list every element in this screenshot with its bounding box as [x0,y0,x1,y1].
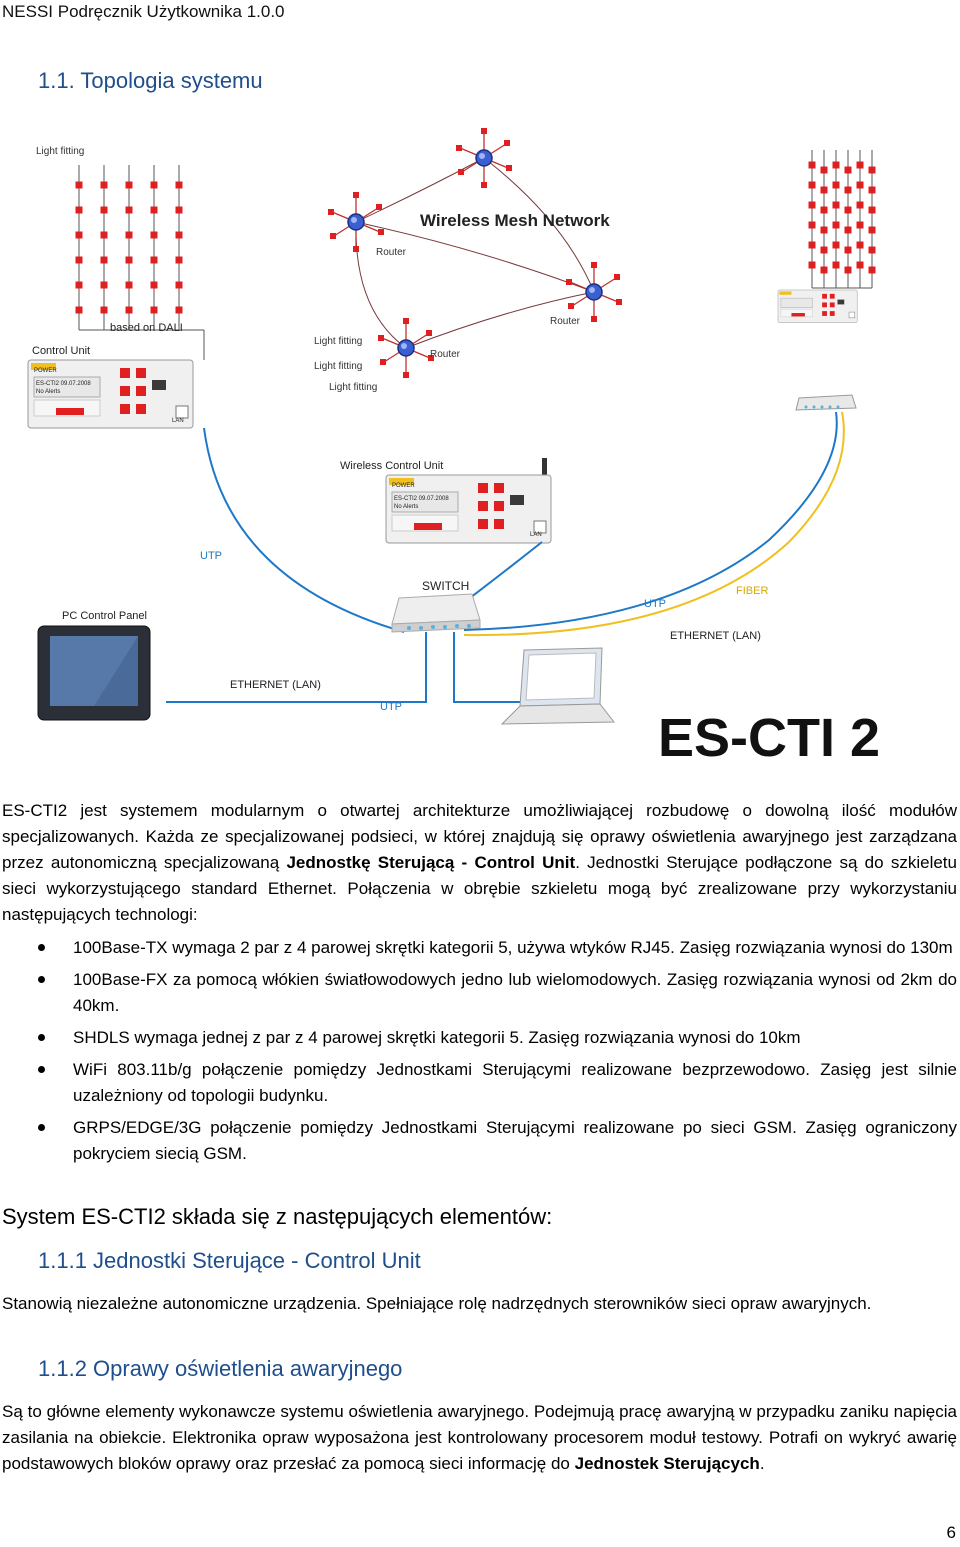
label-fiber: FIBER [736,585,768,597]
label-wireless-mesh: Wireless Mesh Network [420,211,610,230]
section-title: 1.1. Topologia systemu [38,68,263,93]
label-router-3: Router [430,349,461,360]
remote-control-unit [777,289,858,323]
label-wireless-control-unit: Wireless Control Unit [340,460,443,472]
label-ethernet-left: ETHERNET (LAN) [230,679,321,691]
cu-device-status: No Alerts [36,389,60,395]
emergency-lighting-paragraph: Są to główne elementy wykonawcze systemu… [2,1402,957,1473]
label-switch: SWITCH [422,579,469,593]
brand-logo: ES-CTI 2 [658,708,880,765]
router-right [565,261,623,323]
subsection-heading-control-unit: 1.1.1 Jednostki Sterujące - Control Unit [38,1248,421,1273]
control-units-term: Jednostek Sterujących [574,1454,760,1473]
label-router-1: Router [376,247,407,258]
list-item: SHDLS wymaga jednej z par z 4 parowej sk… [2,1025,957,1051]
wcu-power-label: POWER [392,483,415,489]
router-bottom [377,317,435,379]
intro-paragraph: ES-CTI2 jest systemem modularnym o otwar… [2,801,957,924]
label-utp-right: UTP [644,598,666,610]
label-utp-bottom: UTP [380,701,402,713]
cu-device-name: ES-CTI2 09.07.2008 [36,381,91,387]
control-unit-paragraph: Stanowią niezależne autonomiczne urządze… [2,1294,872,1313]
list-item: 100Base-TX wymaga 2 par z 4 parowej skrę… [2,935,957,961]
router-left [327,191,385,253]
label-utp-left: UTP [200,550,222,562]
control-unit-term: Jednostkę Sterującą - Control Unit [286,853,576,872]
list-item: GRPS/EDGE/3G połączenie pomiędzy Jednost… [2,1115,957,1167]
label-ethernet-right: ETHERNET (LAN) [670,630,761,642]
list-item: WiFi 803.11b/g połączenie pomiędzy Jedno… [2,1057,957,1109]
wcu-lan-label: LAN [530,532,542,538]
technology-list: 100Base-TX wymaga 2 par z 4 parowej skrę… [2,935,957,1173]
label-router-2: Router [550,316,581,327]
pc-control-panel-device [37,625,151,721]
laptop [500,647,616,725]
label-pc-control-panel: PC Control Panel [62,610,147,622]
label-light-fitting: Light fitting [36,146,84,157]
remote-switch [795,394,857,411]
wcu-device-status: No Alerts [394,504,418,510]
label-control-unit: Control Unit [32,345,90,357]
label-light-fitting-b: Light fitting [314,361,362,372]
network-switch [391,593,481,633]
cu-power-label: POWER [34,368,57,374]
subsection-heading-emergency-lighting: 1.1.2 Oprawy oświetlenia awaryjnego [38,1356,403,1381]
wcu-device-name: ES-CTI2 09.07.2008 [394,496,449,502]
topology-diagram: Light fitting based on DALI Control Unit… [27,127,880,765]
cu-lan-label: LAN [172,418,184,424]
label-light-fitting-a: Light fitting [314,336,362,347]
router-top [455,127,513,189]
label-based-on-dali: based on DALI [110,322,183,334]
document-header: NESSI Podręcznik Użytkownika 1.0.0 [2,2,285,21]
page-number: 6 [946,1523,956,1542]
list-item: 100Base-FX za pomocą włókien światłowodo… [2,967,957,1019]
label-light-fitting-c: Light fitting [329,382,377,393]
system-heading: System ES-CTI2 składa się z następującyc… [2,1204,553,1229]
